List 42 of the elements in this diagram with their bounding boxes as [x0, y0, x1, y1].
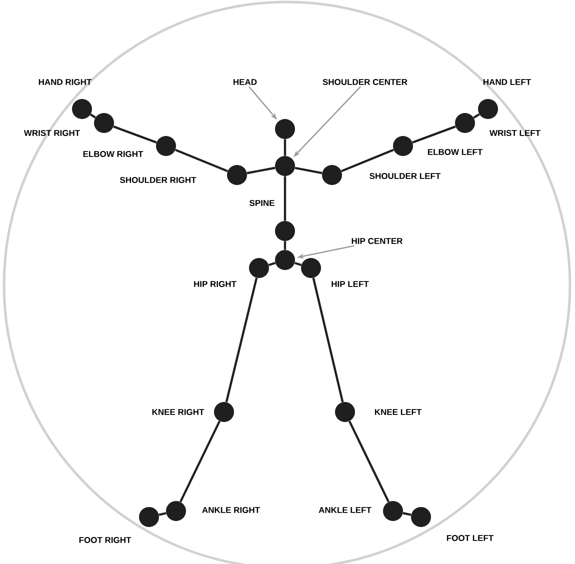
- joint-label: ANKLE LEFT: [318, 507, 372, 513]
- bone-line: [312, 278, 344, 402]
- bone-line: [402, 512, 412, 516]
- joint-label: FOOT LEFT: [446, 535, 494, 541]
- joint-label: ELBOW LEFT: [428, 149, 483, 155]
- bone-line: [412, 126, 456, 144]
- joint-label: KNEE RIGHT: [152, 409, 204, 415]
- bone-line: [348, 420, 390, 502]
- joint-dot: [275, 156, 295, 176]
- joint-label: HIP CENTER: [352, 238, 403, 244]
- joint-label: WRIST RIGHT: [24, 130, 80, 136]
- joint-label: ELBOW RIGHT: [83, 151, 144, 157]
- bone-line: [284, 241, 286, 250]
- bone-line: [284, 176, 286, 221]
- joint-label: FOOT RIGHT: [79, 537, 132, 543]
- bone-line: [179, 420, 221, 502]
- bone-line: [284, 139, 286, 156]
- joint-dot: [275, 250, 295, 270]
- bone-line: [113, 126, 157, 144]
- joint-label: WRIST LEFT: [490, 130, 540, 136]
- joint-label: SPINE: [250, 200, 274, 206]
- joint-label: HIP LEFT: [332, 281, 369, 287]
- bone-line: [158, 512, 166, 516]
- joint-label: ANKLE RIGHT: [202, 507, 260, 513]
- joint-label: HAND RIGHT: [38, 79, 92, 85]
- joint-label: SHOULDER CENTER: [322, 79, 408, 85]
- joint-label: KNEE LEFT: [374, 409, 422, 415]
- joint-label: HEAD: [234, 79, 257, 85]
- joint-dot: [275, 119, 295, 139]
- joint-label: HAND LEFT: [483, 79, 531, 85]
- joint-label: SHOULDER LEFT: [370, 173, 441, 179]
- bone-line: [341, 148, 394, 172]
- bone-line: [473, 113, 480, 119]
- bone-line: [175, 148, 228, 172]
- bone-line: [225, 278, 258, 402]
- joint-label: HIP RIGHT: [194, 281, 236, 287]
- bone-line: [268, 262, 276, 266]
- bone-line: [90, 114, 96, 118]
- bone-line: [246, 166, 276, 174]
- bone-line: [294, 166, 322, 174]
- joint-label: SHOULDER RIGHT: [120, 177, 196, 183]
- bone-line: [294, 262, 302, 266]
